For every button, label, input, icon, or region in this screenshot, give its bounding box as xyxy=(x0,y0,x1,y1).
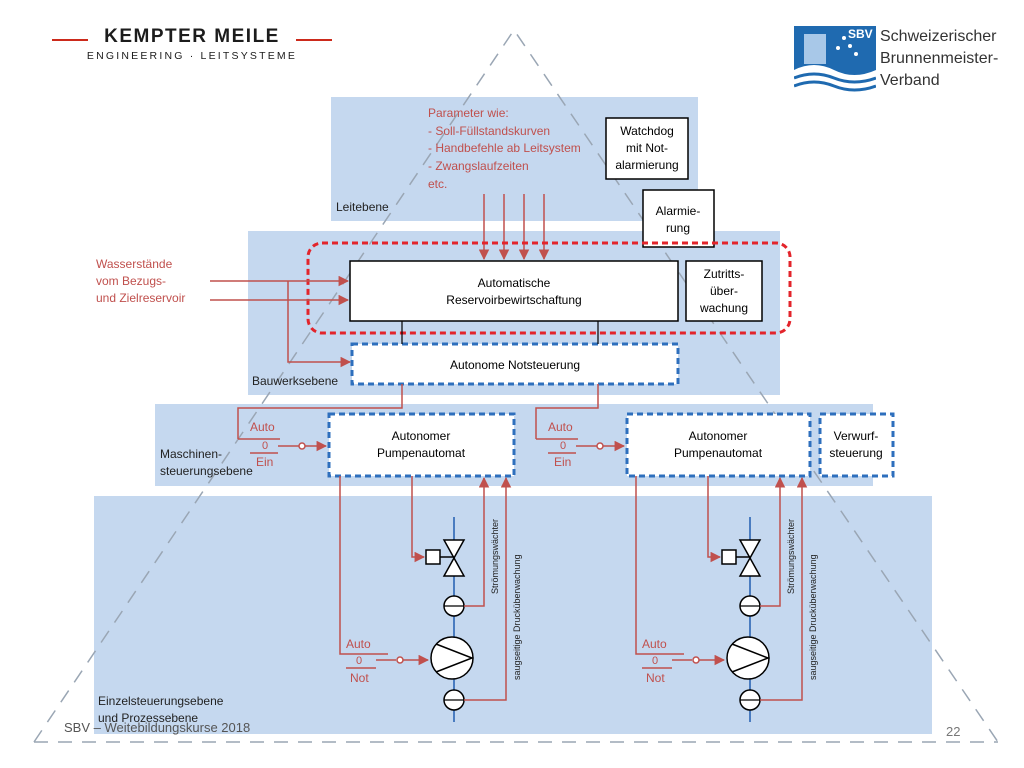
param-line-3: - Handbefehle ab Leitsystem xyxy=(428,141,581,155)
process-group-1: Auto 0 Not Strömungswächter saugseitige … xyxy=(339,476,522,722)
pump1-line-1: Autonomer xyxy=(392,429,451,443)
sbv-line-2: Brunnenmeister- xyxy=(880,50,999,67)
logo-bar-left xyxy=(52,39,88,41)
valve-1-icon xyxy=(442,539,466,577)
watchdog-line-1: Watchdog xyxy=(620,124,674,138)
wasser-line-3: und Zielreservoir xyxy=(96,291,185,305)
switch1-auto: Auto xyxy=(250,420,275,434)
footer-text: SBV – Weitebildungskurse 2018 xyxy=(64,720,251,735)
watchdog-line-2: mit Not- xyxy=(626,141,668,155)
pump2-line-1: Autonomer xyxy=(689,429,748,443)
switch4-auto: Auto xyxy=(642,637,667,651)
alarm-line-2: rung xyxy=(666,221,690,235)
valve-actuator-2-icon xyxy=(721,549,737,565)
param-line-4: - Zwangslaufzeiten xyxy=(428,159,529,173)
parameter-arrows xyxy=(478,194,550,261)
sbv-name: Schweizerischer Brunnenmeister- Verband xyxy=(880,26,998,92)
kempter-meile-logo: KEMPTER MEILE ENGINEERING · LEITSYSTEME xyxy=(52,26,332,76)
switch4-not: Not xyxy=(646,671,665,685)
switch1-ein: Ein xyxy=(256,455,273,469)
panel-einzelsteuerungsebene xyxy=(94,496,932,734)
switch4-zero: 0 xyxy=(652,655,658,667)
logo-subtitle: ENGINEERING · LEITSYSTEME xyxy=(86,50,298,62)
zutritt-line-1: Zutritts- xyxy=(704,267,745,281)
auto-res-line-2: Reservoirbewirtschaftung xyxy=(446,293,581,307)
valve-actuator-1-icon xyxy=(425,549,441,565)
valve-2-icon xyxy=(738,539,762,577)
access-control-box xyxy=(685,260,763,322)
label-leitebene: Leitebene xyxy=(336,200,389,214)
pump-2-icon xyxy=(726,636,770,680)
label-bauwerksebene: Bauwerksebene xyxy=(252,374,338,388)
verwurf-line-1: Verwurf- xyxy=(834,429,879,443)
verwurf-line-2: steuerung xyxy=(829,446,882,460)
process-group-2: Auto 0 Not Strömungswächter saugseitige … xyxy=(635,476,818,722)
switch3-auto: Auto xyxy=(346,637,371,651)
switch2-ein: Ein xyxy=(554,455,571,469)
label-maschinen-2: steuerungsebene xyxy=(160,464,253,478)
param-line-2: - Soll-Füllstandskurven xyxy=(428,124,550,138)
parameter-list: Parameter wie: - Soll-Füllstandskurven -… xyxy=(428,106,581,191)
page-number: 22 xyxy=(946,724,961,739)
logo-name: KEMPTER MEILE xyxy=(104,26,280,47)
sbv-emblem: SBV xyxy=(794,26,876,92)
switch3-zero: 0 xyxy=(356,655,362,667)
wasser-line-2: vom Bezugs- xyxy=(96,274,166,288)
auto-res-line-1: Automatische xyxy=(478,276,551,290)
emergency-control-box xyxy=(350,342,680,386)
label-maschinen-1: Maschinen- xyxy=(160,447,222,461)
water-level-arrows xyxy=(210,275,352,368)
alarmierung-box xyxy=(642,189,715,248)
alarm-line-1: Alarmie- xyxy=(656,204,701,218)
wasser-line-1: Wasserstände xyxy=(96,257,173,271)
label-einzel-1: Einzelsteuerungsebene xyxy=(98,694,224,708)
sbv-line-3: Verband xyxy=(880,72,940,89)
switch2-zero: 0 xyxy=(560,440,566,452)
flow-switch-label-2: Strömungswächter xyxy=(786,519,796,594)
water-level-label: Wasserstände vom Bezugs- und Zielreservo… xyxy=(96,257,185,305)
switch2-auto: Auto xyxy=(548,420,573,434)
watchdog-box xyxy=(605,117,689,180)
switch3-not: Not xyxy=(350,671,369,685)
sbv-logo: SBV Schweizerischer Brunnenmeister- Verb… xyxy=(794,26,1014,96)
zutritt-line-3: wachung xyxy=(699,301,748,315)
param-line-5: etc. xyxy=(428,177,447,191)
logo-bar-right xyxy=(296,39,332,41)
pump1-line-2: Pumpenautomat xyxy=(377,446,466,460)
mode-switch-1: Auto 0 Ein xyxy=(238,420,328,469)
pump-controller-1 xyxy=(327,412,516,478)
switch1-zero: 0 xyxy=(262,440,268,452)
pressure-label-1: saugseitige Drucküberwachung xyxy=(512,554,522,680)
discard-control-box xyxy=(818,412,895,478)
label-einzel-2: und Prozessebene xyxy=(98,711,198,725)
zutritt-line-2: über- xyxy=(710,284,738,298)
pump2-line-2: Pumpenautomat xyxy=(674,446,763,460)
mode-switch-2: Auto 0 Ein xyxy=(536,420,626,469)
flow-switch-label-1: Strömungswächter xyxy=(490,519,500,594)
notsteuerung-label: Autonome Notsteuerung xyxy=(450,358,580,372)
pressure-label-2: saugseitige Drucküberwachung xyxy=(808,554,818,680)
sbv-mark: SBV xyxy=(848,27,873,41)
sbv-line-1: Schweizerischer xyxy=(880,28,997,45)
reservoir-management-box xyxy=(349,260,679,322)
watchdog-line-3: alarmierung xyxy=(615,158,678,172)
pump-controller-2 xyxy=(625,412,812,478)
emergency-signal-lines xyxy=(237,384,599,439)
pump-1-icon xyxy=(430,636,474,680)
param-line-1: Parameter wie: xyxy=(428,106,509,120)
